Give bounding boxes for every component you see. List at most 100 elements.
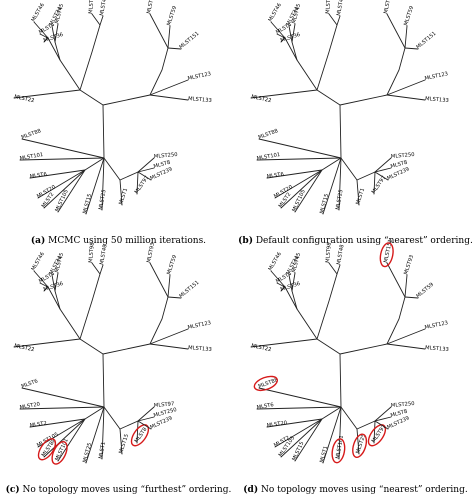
- highlight-ellipse: [253, 375, 278, 392]
- caption-d: (d) No topology moves using “nearest” or…: [237, 485, 474, 496]
- leaf-mlst25: MLST25: [352, 428, 367, 459]
- leaf-branch: [288, 25, 293, 43]
- leaf-mlst1: MLST1: [118, 179, 129, 206]
- tree-branch: [102, 94, 151, 106]
- leaf-mlst59: MLST59: [404, 282, 435, 300]
- leaf-branch: [270, 270, 286, 288]
- tree-branch: [79, 273, 101, 340]
- leaf-branch: [137, 157, 155, 173]
- leaf-branch: [91, 262, 101, 275]
- tree-branch: [84, 406, 105, 420]
- leaf-mlst25: MLST25: [335, 157, 345, 211]
- leaf-mlst250: MLST250: [374, 152, 415, 173]
- leaf-mlst250: MLST250: [137, 152, 178, 173]
- caption-text: MCMC using 50 million iterations.: [48, 236, 207, 246]
- leaf-branch: [386, 13, 406, 49]
- leaf-mlst97: MLST97: [134, 171, 150, 195]
- leaf-label: MLST93: [383, 0, 393, 14]
- leaf-mlst93: MLST93: [146, 242, 169, 298]
- leaf-label: MLST133: [188, 345, 212, 353]
- leaf-mlst15: MLST15: [319, 157, 342, 215]
- tree-branch: [356, 171, 376, 181]
- leaf-label: MLST59: [166, 5, 178, 26]
- leaf-label: MLST22: [251, 343, 272, 353]
- leaf-branch: [43, 37, 49, 43]
- leaf-branch: [374, 167, 392, 173]
- leaf-branch: [291, 272, 296, 292]
- leaf-branch: [54, 23, 59, 43]
- leaf-branch: [57, 169, 86, 213]
- leaf-branch: [256, 406, 342, 410]
- leaf-label: MLST48: [99, 244, 108, 265]
- leaf-branch: [338, 406, 342, 460]
- tree-branch: [79, 24, 101, 91]
- leaf-label: MLST15: [82, 193, 93, 214]
- leaf-branch: [294, 418, 323, 462]
- leaf-branch: [338, 157, 342, 211]
- tree-branch: [79, 89, 104, 106]
- leaf-mlst59: MLST59: [166, 5, 178, 49]
- leaf-mlst15: MLST15: [118, 428, 130, 455]
- leaf-branch: [13, 89, 81, 99]
- leaf-mlst123: MLST123: [149, 71, 212, 96]
- leaf-mlst133: MLST133: [386, 343, 449, 353]
- tree-branch: [339, 343, 388, 355]
- leaf-label: MLST98: [325, 0, 333, 14]
- leaf-mlst22: MLST22: [13, 89, 81, 104]
- leaf-label: MLST250: [391, 152, 415, 160]
- leaf-label: MLST45: [54, 3, 65, 24]
- leaf-branch: [356, 179, 360, 206]
- leaf-label: MLST250: [153, 407, 177, 419]
- leaf-label: MLST123: [187, 71, 211, 82]
- leaf-label: MLST22: [14, 343, 35, 353]
- tree-branch: [79, 338, 104, 355]
- leaf-label: MLST123: [424, 320, 448, 331]
- leaf-branch: [54, 272, 59, 292]
- leaf-branch: [280, 286, 286, 292]
- leaf-branch: [99, 264, 104, 275]
- leaf-label: MLST93: [146, 242, 156, 263]
- tree-branch: [47, 286, 61, 310]
- leaf-label: MLST98: [88, 242, 96, 263]
- leaf-branch: [101, 157, 105, 211]
- leaf-mlst105: MLST105: [54, 169, 86, 213]
- leaf-mlst101: MLST101: [19, 152, 105, 162]
- leaf-branch: [294, 169, 323, 213]
- leaf-branch: [167, 296, 182, 299]
- leaf-label: MLST8: [153, 160, 171, 170]
- leaf-label: MLST151: [178, 31, 200, 51]
- leaf-branch: [119, 428, 123, 455]
- leaf-branch: [137, 171, 152, 181]
- leaf-mlst45: MLST45: [291, 252, 302, 292]
- highlight-ellipse: [51, 441, 68, 465]
- leaf-mlst22: MLST22: [250, 338, 318, 353]
- leaf-label: MLST1: [118, 187, 129, 205]
- highlight-ellipse: [331, 438, 346, 464]
- leaf-label: MLST15: [319, 193, 330, 214]
- leaf-mlst88: MLST88: [253, 375, 342, 408]
- leaf-mlst1: MLST1: [355, 179, 366, 206]
- leaf-mlst8: MLST8: [374, 160, 408, 173]
- leaf-mlst2: MLST2: [29, 418, 86, 429]
- tree-branch: [102, 343, 151, 355]
- leaf-label: MLST6: [266, 172, 284, 180]
- leaf-branch: [386, 328, 426, 345]
- leaf-label: MLST250: [154, 152, 178, 160]
- leaf-branch: [404, 296, 419, 299]
- leaf-label: MLST25: [98, 189, 107, 210]
- leaf-label: MLST59: [403, 5, 415, 26]
- leaf-label: MLST1: [319, 445, 329, 463]
- tree-branch: [386, 47, 406, 96]
- highlight-ellipse: [130, 424, 150, 447]
- leaf-label: MLST151: [415, 31, 437, 51]
- tree-branch: [316, 273, 338, 340]
- leaf-mlst101: MLST101: [331, 406, 346, 464]
- tree-branch: [54, 41, 81, 91]
- leaf-branch: [21, 138, 105, 159]
- leaf-mlst22: MLST22: [250, 89, 318, 104]
- leaf-branch: [85, 157, 105, 215]
- caption-c: (c) No topology moves using “furthest” o…: [0, 485, 237, 496]
